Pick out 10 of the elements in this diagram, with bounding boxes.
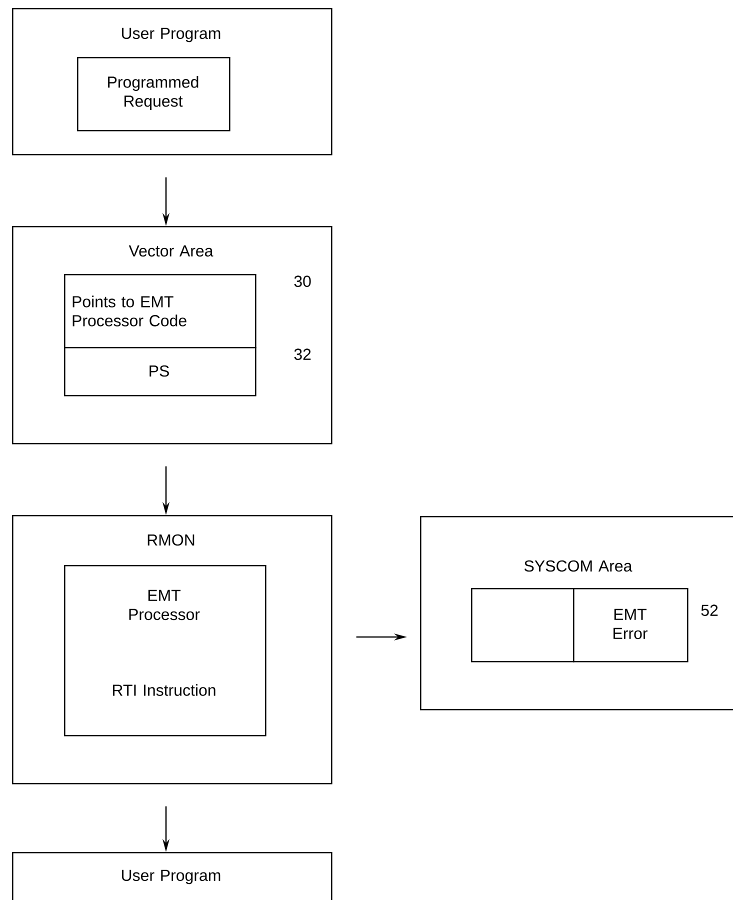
memory-cell: PS	[64, 347, 256, 396]
program-box: User Program	[12, 852, 332, 900]
memory-cell: EMT Error	[573, 588, 688, 662]
memory-cell	[471, 588, 574, 662]
address-label: 30	[294, 276, 311, 287]
address-label: 32	[294, 348, 311, 360]
address-label: 52	[701, 604, 718, 616]
processor-box: EMT Processor RTI Instruction	[64, 565, 266, 736]
request-box: Programmed Request	[77, 57, 230, 132]
memory-cell: Points to EMT Processor Code	[64, 274, 256, 348]
